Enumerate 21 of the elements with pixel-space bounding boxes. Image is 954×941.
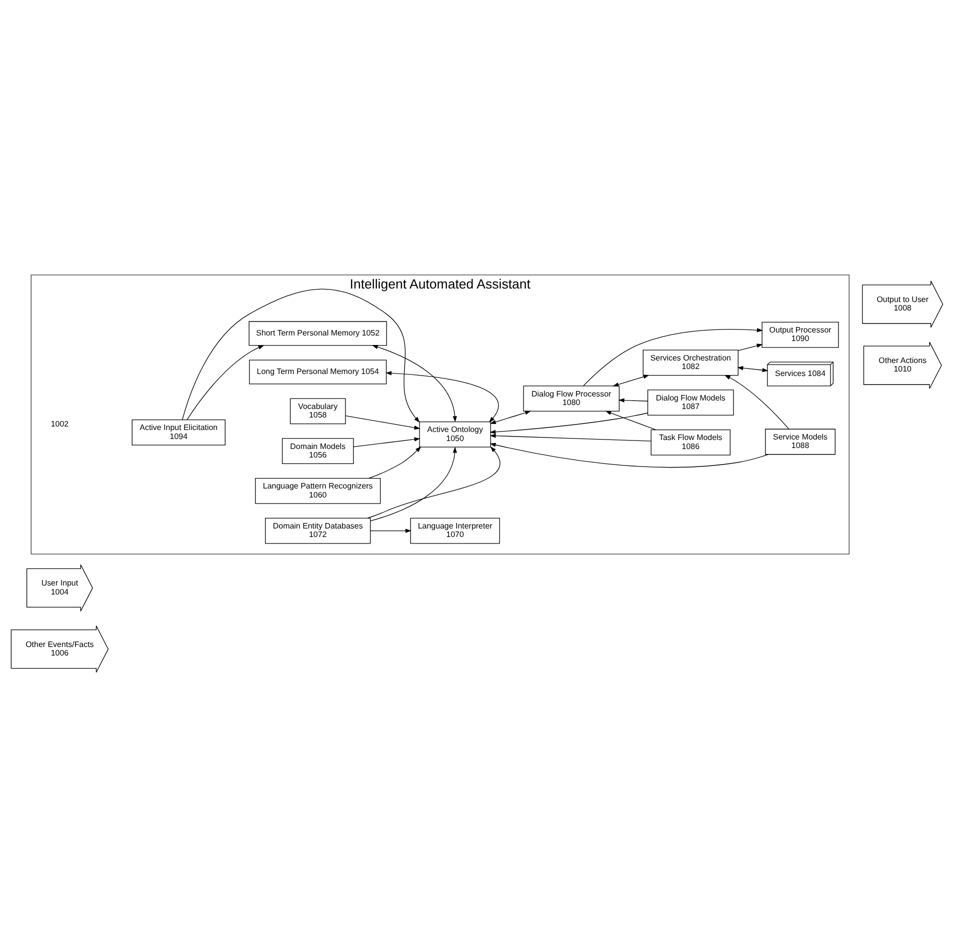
arrow bbox=[367, 446, 500, 518]
arrow bbox=[186, 344, 264, 420]
arrow bbox=[345, 415, 420, 430]
arrow bbox=[724, 374, 790, 429]
arrow bbox=[370, 528, 412, 532]
arrow bbox=[490, 412, 648, 434]
arrow bbox=[182, 288, 420, 422]
arrow bbox=[618, 398, 648, 402]
arrow bbox=[612, 374, 650, 386]
arrow bbox=[368, 446, 422, 478]
arrow bbox=[353, 436, 420, 447]
arrow bbox=[370, 446, 457, 521]
arrow bbox=[490, 442, 769, 468]
arrow bbox=[386, 370, 499, 422]
arrow bbox=[372, 344, 457, 422]
arrow bbox=[490, 433, 652, 441]
arrow bbox=[738, 343, 763, 350]
arrow bbox=[737, 366, 768, 372]
arrow bbox=[490, 410, 532, 424]
arrow bbox=[583, 328, 763, 386]
arrow bbox=[605, 410, 656, 430]
